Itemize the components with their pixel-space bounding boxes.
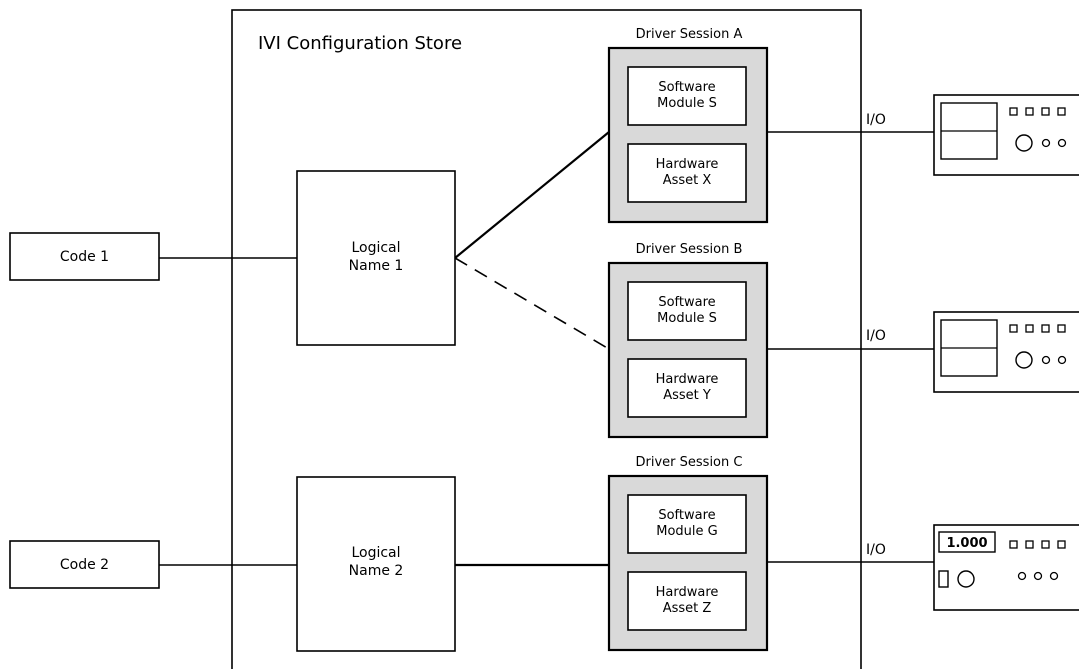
session-b-hardware-line1: Hardware — [656, 372, 719, 387]
session-a-software-line2: Module S — [657, 96, 717, 111]
config-store-frame — [231, 9, 862, 669]
logical-name-box-2: Logical Name 2 — [296, 476, 456, 652]
session-b-title: Driver Session B — [636, 242, 743, 257]
session-b-hardware-line2: Asset Y — [663, 388, 711, 403]
session-c-software-line1: Software — [658, 508, 715, 523]
session-c-hardware-line1: Hardware — [656, 585, 719, 600]
session-b-software-line2: Module S — [657, 311, 717, 326]
io-label-c: I/O — [866, 542, 886, 558]
logical-name-2-line2: Name 2 — [349, 563, 404, 579]
session-c-title: Driver Session C — [636, 455, 743, 470]
session-c-software-line2: Module G — [656, 524, 717, 539]
connector-logical1-sessionB-dashed — [454, 257, 610, 350]
code-box-1-label: Code 1 — [60, 249, 109, 265]
session-a-software-line1: Software — [658, 80, 715, 95]
io-label-b: I/O — [866, 328, 886, 344]
logical-name-box-1: Logical Name 1 — [296, 170, 456, 346]
session-b-software-line1: Software — [658, 295, 715, 310]
instrument-1-icon — [933, 94, 1079, 176]
driver-session-c: Software Module G Hardware Asset Z — [607, 474, 769, 652]
driver-session-a: Software Module S Hardware Asset X — [607, 46, 769, 224]
session-a-hardware-line1: Hardware — [656, 157, 719, 172]
instrument-2-icon — [933, 311, 1079, 393]
connector-logical1-sessionA — [454, 131, 610, 259]
instrument-3-icon: 1.000 — [933, 524, 1079, 611]
logical-name-1-line2: Name 1 — [349, 258, 404, 274]
session-a-hardware-line2: Asset X — [663, 173, 712, 188]
logical-name-2-line1: Logical — [351, 545, 400, 561]
session-c-hardware-line2: Asset Z — [663, 601, 712, 616]
instrument-3-display: 1.000 — [946, 536, 987, 551]
logical-name-1-line1: Logical — [351, 240, 400, 256]
driver-session-b: Software Module S Hardware Asset Y — [607, 261, 769, 439]
session-a-title: Driver Session A — [636, 27, 743, 42]
code-box-2: Code 2 — [9, 540, 160, 589]
code-box-2-label: Code 2 — [60, 557, 109, 573]
code-box-1: Code 1 — [9, 232, 160, 281]
io-label-a: I/O — [866, 112, 886, 128]
config-store-title: IVI Configuration Store — [258, 33, 462, 54]
